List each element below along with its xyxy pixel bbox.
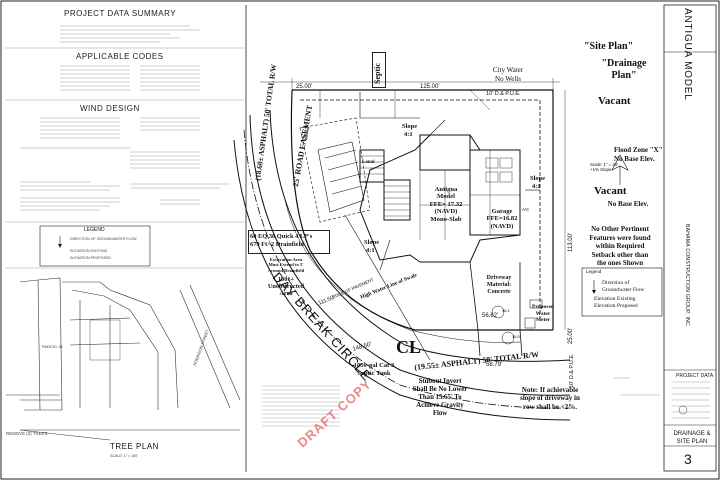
- flood-zone-repeat: No Base Elev.: [607, 200, 649, 208]
- legend-item-groundwater: DIRECTION OF GROUNDWATER FLOW: [70, 237, 137, 241]
- flood-zone-note: Flood Zone "X"No Base Elev.: [614, 146, 663, 163]
- vacant-2-label: Vacant: [594, 185, 627, 197]
- dim-top: 125.00': [420, 84, 440, 90]
- legend-heading: LEGEND: [84, 227, 105, 233]
- elev-proposed-marker: 15.5: [512, 334, 520, 339]
- project-data-label: PROJECT DATA: [676, 373, 714, 379]
- tree-plan-title: TREE PLAN: [110, 442, 159, 451]
- du-pue-right: 10' D.& P.U.E.: [569, 353, 575, 388]
- septic-label-box: [372, 52, 386, 88]
- sheet-title-block: DRAINAGE &SITE PLAN: [673, 431, 711, 445]
- septic-label: Septic: [373, 63, 382, 84]
- site-plan-heading: "Site Plan": [584, 41, 634, 52]
- legend-item-elev-proposed: ELEVATION PROPOSED: [70, 256, 112, 260]
- dim-right: 113.00': [568, 232, 574, 252]
- dim-bottom-2: 58.79': [486, 362, 503, 368]
- ac-label: A/C: [522, 207, 530, 212]
- scale-note: Scale: 1" = 30'+1% Slope: [590, 162, 619, 173]
- elev-existing-marker: 16.1: [502, 308, 510, 313]
- company-name-vertical: BAHAMA CONSTRUCTION GROUP, INC.: [684, 224, 690, 328]
- parcel-id-label: PARCEL ID: [42, 344, 63, 349]
- slope-3-label: Slope: [364, 239, 380, 246]
- slope-1-ratio: 4:1: [404, 131, 413, 138]
- slope-1-label: Slope: [402, 123, 418, 130]
- tree-plan-scale: SCALE: 1" = 100': [110, 454, 138, 458]
- applicable-codes-heading: APPLICABLE CODES: [76, 52, 164, 61]
- remove-trees-note: REMOVE (2) TREES: [6, 431, 48, 436]
- vacant-1-label: Vacant: [598, 95, 631, 107]
- legend-item-elev-existing: ELEVATION EXISTING: [70, 249, 108, 253]
- dim-bottom-1: 56.62': [482, 313, 499, 319]
- project-data-summary-heading: PROJECT DATA SUMMARY: [64, 9, 177, 18]
- dim-bottom-right: 25.00': [568, 327, 574, 344]
- centerline-label: CL: [396, 337, 422, 357]
- slope-2-ratio: 4:1: [532, 183, 541, 190]
- slope-2-label: Slope: [530, 175, 546, 182]
- drainfield-box: [248, 230, 330, 254]
- sheet-number: 3: [684, 451, 692, 467]
- slope-3-ratio: 4:1: [366, 247, 375, 254]
- model-name-vertical: ANTIGUA MODEL: [682, 8, 693, 101]
- du-pue-top: 10' D.& P.U.E.: [486, 91, 521, 97]
- dim-top-left: 25.00': [296, 84, 313, 90]
- right-legend-title: Legend: [586, 269, 602, 274]
- lanai-label: Lanai: [362, 160, 375, 165]
- wind-design-heading: WIND DESIGN: [80, 104, 140, 113]
